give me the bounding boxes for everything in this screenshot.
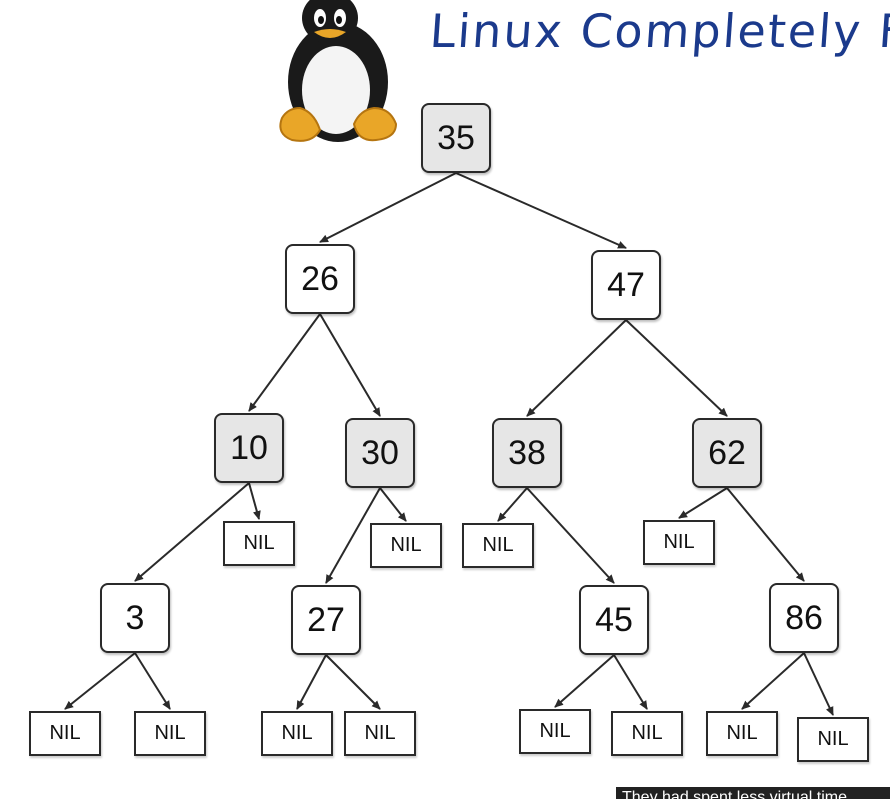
tree-node-62: 62	[692, 418, 762, 488]
tree-edge	[678, 487, 728, 519]
tree-node-45: 45	[579, 585, 649, 655]
tree-edge	[379, 487, 407, 522]
tree-node-3: 3	[100, 583, 170, 653]
tree-edge	[319, 313, 381, 417]
nil-leaf: NIL	[643, 520, 715, 565]
tree-edge	[726, 487, 805, 582]
nil-leaf: NIL	[797, 717, 869, 762]
tree-edge	[325, 487, 381, 584]
nil-leaf: NIL	[344, 711, 416, 756]
tree-node-47: 47	[591, 250, 661, 320]
tree-edge	[248, 313, 321, 412]
nil-leaf: NIL	[134, 711, 206, 756]
tree-edge	[248, 482, 261, 520]
tree-edge	[625, 319, 728, 417]
tree-node-26: 26	[285, 244, 355, 314]
tree-edge	[497, 487, 528, 522]
nil-leaf: NIL	[261, 711, 333, 756]
tree-edge	[455, 172, 627, 249]
tree-edge	[554, 654, 615, 708]
tree-edge	[526, 487, 615, 584]
tree-edge	[64, 652, 136, 710]
tree-edge	[803, 652, 834, 716]
nil-leaf: NIL	[462, 523, 534, 568]
tree-edge	[319, 172, 457, 243]
tree-edge	[134, 482, 250, 582]
video-caption: They had spent less virtual time	[616, 787, 890, 799]
page-title: Linux Completely Fai	[428, 4, 890, 58]
tux-penguin-icon	[279, 0, 398, 142]
tree-edge	[526, 319, 627, 417]
nil-leaf: NIL	[519, 709, 591, 754]
tree-edge	[325, 654, 381, 710]
tree-node-86: 86	[769, 583, 839, 653]
tree-edge	[741, 652, 805, 710]
tree-node-10: 10	[214, 413, 284, 483]
tree-node-30: 30	[345, 418, 415, 488]
tree-edge	[134, 652, 171, 710]
tree-edge	[296, 654, 327, 710]
tree-node-38: 38	[492, 418, 562, 488]
nil-leaf: NIL	[611, 711, 683, 756]
tree-edge	[613, 654, 648, 710]
nil-leaf: NIL	[223, 521, 295, 566]
nil-leaf: NIL	[29, 711, 101, 756]
tree-node-27: 27	[291, 585, 361, 655]
nil-leaf: NIL	[706, 711, 778, 756]
tree-node-35: 35	[421, 103, 491, 173]
nil-leaf: NIL	[370, 523, 442, 568]
